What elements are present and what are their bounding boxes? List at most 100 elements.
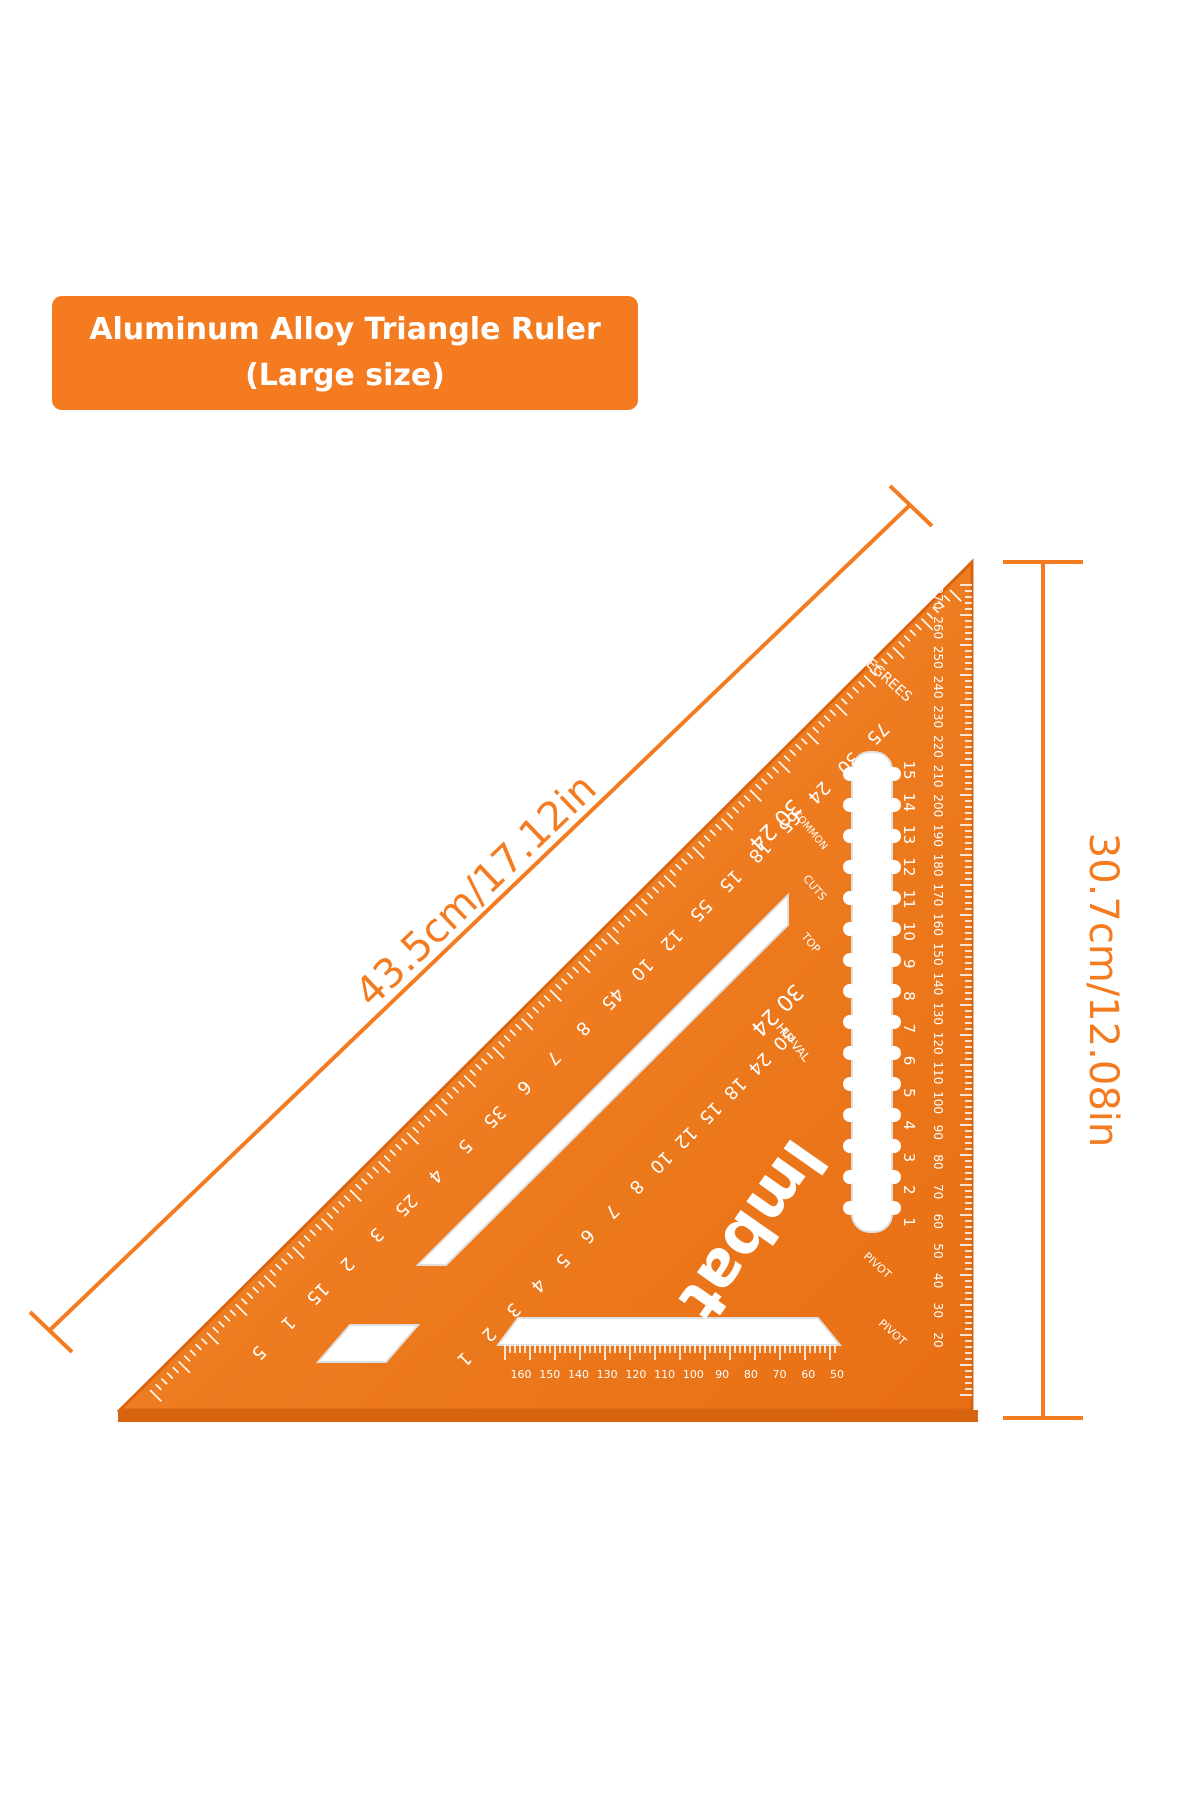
hypotenuse-tick: [435, 1103, 448, 1117]
height-dimension-label: 30.7cm/12.08in: [1080, 833, 1126, 1147]
hypotenuse-tick: [263, 1275, 277, 1288]
notch-tooth: [887, 1139, 901, 1153]
notch-number: 2: [900, 1185, 918, 1195]
hypotenuse-tick: [715, 823, 722, 831]
bottom-number: 130: [597, 1368, 618, 1381]
hypotenuse-tick: [160, 1378, 168, 1385]
hypotenuse-tick: [892, 646, 905, 660]
notch-tooth: [843, 1108, 857, 1122]
diagonal-dimension-line: [28, 484, 934, 1354]
notch-number: 10: [900, 922, 918, 941]
degree-number: 210: [931, 765, 945, 788]
hypotenuse-tick: [755, 783, 762, 791]
hypotenuse-tick: [875, 663, 882, 671]
hypotenuse-tick: [235, 1303, 248, 1317]
hypotenuse-tick: [812, 726, 820, 734]
hypotenuse-tick: [332, 1206, 340, 1214]
notch-tooth: [887, 860, 901, 874]
hypotenuse-tick: [732, 806, 740, 814]
hypotenuse-tick: [852, 686, 860, 694]
bottom-number: 70: [773, 1368, 787, 1381]
hypotenuse-tick: [423, 1115, 431, 1122]
degree-number: 190: [931, 824, 945, 847]
notch-number: 15: [900, 760, 918, 779]
hypotenuse-tick: [646, 892, 654, 900]
hypotenuse-tick: [183, 1355, 191, 1362]
hypotenuse-tick: [789, 749, 797, 757]
notch-tooth: [887, 1046, 901, 1060]
degree-number: 90: [931, 1125, 945, 1140]
hypotenuse-tick: [880, 658, 888, 665]
hypotenuse-tick: [949, 589, 962, 602]
hypotenuse-tick: [560, 978, 568, 985]
hypotenuse-tick: [795, 743, 802, 751]
notch-tooth: [843, 767, 857, 781]
degree-number: 110: [931, 1061, 945, 1084]
hypotenuse-tick: [766, 772, 774, 780]
notch-tooth: [887, 922, 901, 936]
hypotenuse-tick: [418, 1120, 425, 1128]
hypotenuse-tick: [223, 1315, 231, 1322]
hypotenuse-tick: [629, 909, 637, 917]
notch-number: 8: [900, 991, 918, 1001]
bottom-number: 90: [715, 1368, 729, 1381]
hypotenuse-tick: [349, 1189, 362, 1202]
notch-number: 4: [900, 1120, 918, 1130]
title-badge: Aluminum Alloy Triangle Ruler (Large siz…: [52, 296, 638, 410]
hypotenuse-tick: [595, 943, 602, 951]
title-line-2: (Large size): [245, 358, 445, 393]
degree-number: 60: [931, 1214, 945, 1229]
degree-number: 150: [931, 943, 945, 966]
hypotenuse-tick: [698, 840, 705, 848]
hypotenuse-tick: [195, 1343, 202, 1351]
hypotenuse-tick: [823, 715, 831, 722]
degree-number: 130: [931, 1002, 945, 1025]
hypotenuse-tick: [429, 1109, 437, 1117]
hypotenuse-tick: [200, 1338, 208, 1345]
hypotenuse-tick: [212, 1326, 220, 1334]
hypotenuse-tick: [532, 1006, 540, 1014]
hypotenuse-tick: [189, 1349, 197, 1357]
notch-tooth: [887, 767, 901, 781]
notch-teeth: [843, 767, 901, 1215]
hypotenuse-tick: [829, 709, 837, 717]
notch-tooth: [843, 798, 857, 812]
degree-number: 120: [931, 1032, 945, 1055]
notch-tooth: [843, 1201, 857, 1215]
hypotenuse-tick: [680, 858, 688, 865]
hypotenuse-tick: [412, 1126, 420, 1134]
hypotenuse-tick: [566, 972, 574, 980]
hypotenuse-tick: [669, 869, 677, 877]
hypotenuse-tick: [486, 1052, 494, 1060]
hypotenuse-tick: [783, 755, 791, 762]
degree-number: 200: [931, 794, 945, 817]
degree-number: 250: [931, 646, 945, 669]
notch-number: 11: [900, 890, 918, 909]
notch-tooth: [887, 1170, 901, 1184]
bottom-number: 110: [654, 1368, 675, 1381]
hypotenuse-tick: [520, 1018, 534, 1031]
degree-number: 50: [931, 1243, 945, 1258]
hypotenuse-tick: [583, 955, 591, 962]
hypotenuse-tick: [383, 1155, 391, 1162]
hypotenuse-tick: [709, 829, 717, 837]
bottom-number: 50: [830, 1368, 844, 1381]
hypotenuse-tick: [869, 669, 877, 677]
degree-number: 270: [931, 587, 945, 610]
hypotenuse-tick: [280, 1258, 288, 1265]
bottom-number: 60: [801, 1368, 815, 1381]
hypotenuse-tick: [372, 1166, 380, 1174]
bottom-number: 120: [625, 1368, 646, 1381]
hypotenuse-tick: [503, 1035, 511, 1042]
hypotenuse-tick: [292, 1246, 305, 1260]
hypotenuse-tick: [149, 1389, 162, 1402]
hypotenuse-tick: [800, 738, 808, 745]
bottom-number: 100: [683, 1368, 704, 1381]
degree-number: 240: [931, 676, 945, 699]
hypotenuse-tick: [440, 1098, 448, 1105]
degree-number: 260: [931, 616, 945, 639]
hypotenuse-tick: [252, 1286, 260, 1294]
hypotenuse-tick: [778, 760, 791, 774]
hypotenuse-tick: [389, 1149, 397, 1157]
